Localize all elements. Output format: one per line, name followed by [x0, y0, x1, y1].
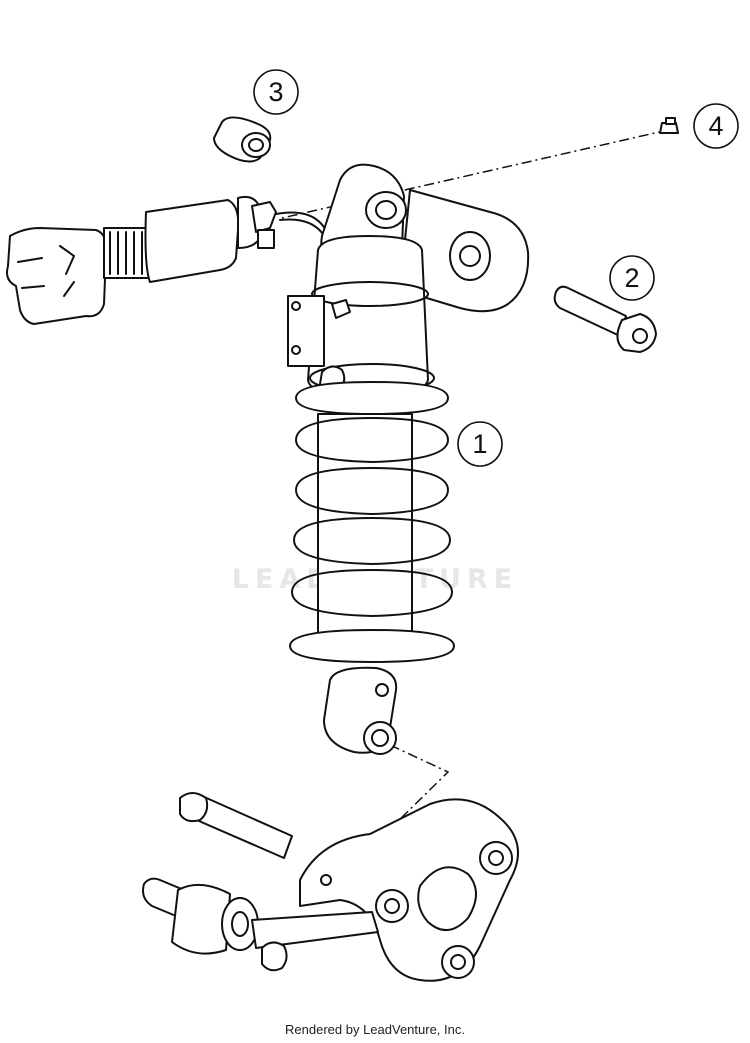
callout-3[interactable]: 3: [253, 69, 299, 115]
credit-text: Rendered by LeadVenture, Inc.: [285, 1022, 465, 1037]
preload-adjuster: [6, 195, 341, 325]
linkage-assembly: [142, 792, 519, 982]
callout-4-label: 4: [708, 111, 723, 141]
screw-part: [659, 117, 679, 134]
callout-1[interactable]: 1: [457, 421, 503, 467]
bolt-part: [553, 285, 657, 353]
shock-absorber-part: [287, 163, 530, 755]
callout-2[interactable]: 2: [609, 255, 655, 301]
callout-4[interactable]: 4: [693, 103, 739, 149]
callout-3-label: 3: [268, 77, 283, 107]
callout-1-label: 1: [472, 429, 487, 459]
callout-2-label: 2: [624, 263, 639, 293]
bushing-part: [213, 116, 272, 163]
